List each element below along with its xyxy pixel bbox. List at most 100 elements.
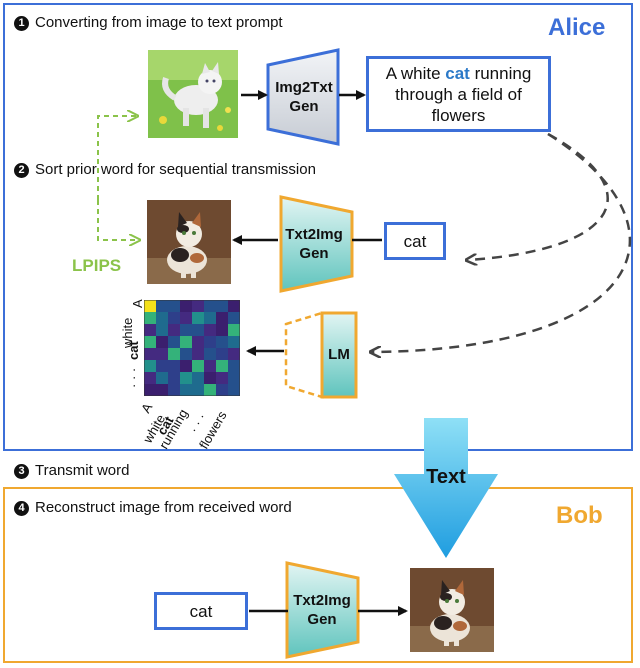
matrix-cell [156,300,168,312]
img2txt-generator-shape [266,48,340,146]
matrix-cell [216,348,228,360]
matrix-cell [180,372,192,384]
matrix-cell [180,312,192,324]
alice-frame [3,3,633,451]
matrix-cell [216,360,228,372]
matrix-cell [192,312,204,324]
reconstructed-cat-image [410,568,494,652]
step-3-text: Transmit word [35,462,130,479]
matrix-cell [180,384,192,396]
matrix-cell [180,360,192,372]
matrix-cell [228,348,240,360]
lm-label: LM [328,346,350,363]
matrix-cell [156,324,168,336]
txt2img-alice-line2: Gen [299,245,329,262]
matrix-cell [168,360,180,372]
txt2img-alice-line1: Txt2Img [285,226,343,243]
matrix-cell [204,360,216,372]
lm-shape [284,311,358,399]
step-2-number: 2 [14,163,29,178]
transmit-text: Text [426,466,466,488]
generated-cat-image [147,200,231,284]
matrix-cell [180,336,192,348]
step-4-number: 4 [14,501,29,516]
matrix-cell [168,372,180,384]
txt2img-bob-line2: Gen [307,611,337,628]
matrix-cell [216,336,228,348]
matrix-cells [144,300,240,396]
matrix-cell [168,384,180,396]
bob-label: Bob [556,502,603,529]
matrix-cell [192,384,204,396]
txt2img-generator-shape-alice [279,195,354,293]
img2txt-label: Img2Txt Gen [266,78,342,116]
img2txt-label-line1: Img2Txt [275,79,333,96]
text-prompt-highlight: cat [445,63,470,83]
img2txt-label-line2: Gen [289,98,319,115]
matrix-cell [192,300,204,312]
matrix-cell [144,312,156,324]
matrix-cell [144,300,156,312]
matrix-cell [192,372,204,384]
text-prompt-pre: A white [385,63,446,83]
matrix-cell [204,312,216,324]
matrix-cell [144,372,156,384]
matrix-cell [204,384,216,396]
lpips-label: LPIPS [72,256,122,275]
input-cat-photo [148,50,238,138]
matrix-cell [156,360,168,372]
matrix-cell [168,348,180,360]
matrix-cell [228,312,240,324]
matrix-cell [228,372,240,384]
matrix-cell [156,312,168,324]
matrix-cell [168,336,180,348]
matrix-cell [216,312,228,324]
matrix-cell [192,336,204,348]
bob-frame [3,487,633,663]
step-2-text: Sort prior word for sequential transmiss… [35,161,316,178]
matrix-cell [228,300,240,312]
step-3: 3 Transmit word [14,462,129,479]
matrix-cell [216,384,228,396]
matrix-cell [216,372,228,384]
matrix-cell [144,384,156,396]
matrix-cell [204,324,216,336]
step-2: 2 Sort prior word for sequential transmis… [14,161,316,178]
matrix-cell [228,360,240,372]
matrix-cell [180,324,192,336]
matrix-cell [204,336,216,348]
txt2img-label-alice: Txt2Img Gen [276,225,352,263]
word-box-alice: cat [384,222,446,260]
step-1-text: Converting from image to text prompt [35,14,283,31]
matrix-cell [168,300,180,312]
matrix-cell [192,324,204,336]
matrix-cell [180,300,192,312]
matrix-cell [228,384,240,396]
matrix-cell [168,324,180,336]
transmit-arrow [394,418,498,558]
matrix-cell [156,336,168,348]
matrix-cell [144,348,156,360]
txt2img-generator-shape-bob [285,561,360,659]
step-1-number: 1 [14,16,29,31]
word-box-bob: cat [154,592,248,630]
step-4-text: Reconstruct image from received word [35,499,292,516]
matrix-cell [144,324,156,336]
matrix-cell [192,348,204,360]
matrix-cell [204,300,216,312]
similarity-matrix [144,300,240,396]
matrix-cell [216,300,228,312]
matrix-cell [228,324,240,336]
matrix-cell [216,324,228,336]
matrix-cell [228,336,240,348]
text-prompt: A white cat running through a field of f… [375,63,542,126]
alice-label: Alice [548,14,606,41]
txt2img-label-bob: Txt2Img Gen [284,591,360,629]
txt2img-bob-line1: Txt2Img [293,592,351,609]
matrix-cell [144,360,156,372]
matrix-cell [204,372,216,384]
step-3-number: 3 [14,464,29,479]
matrix-cell [144,336,156,348]
